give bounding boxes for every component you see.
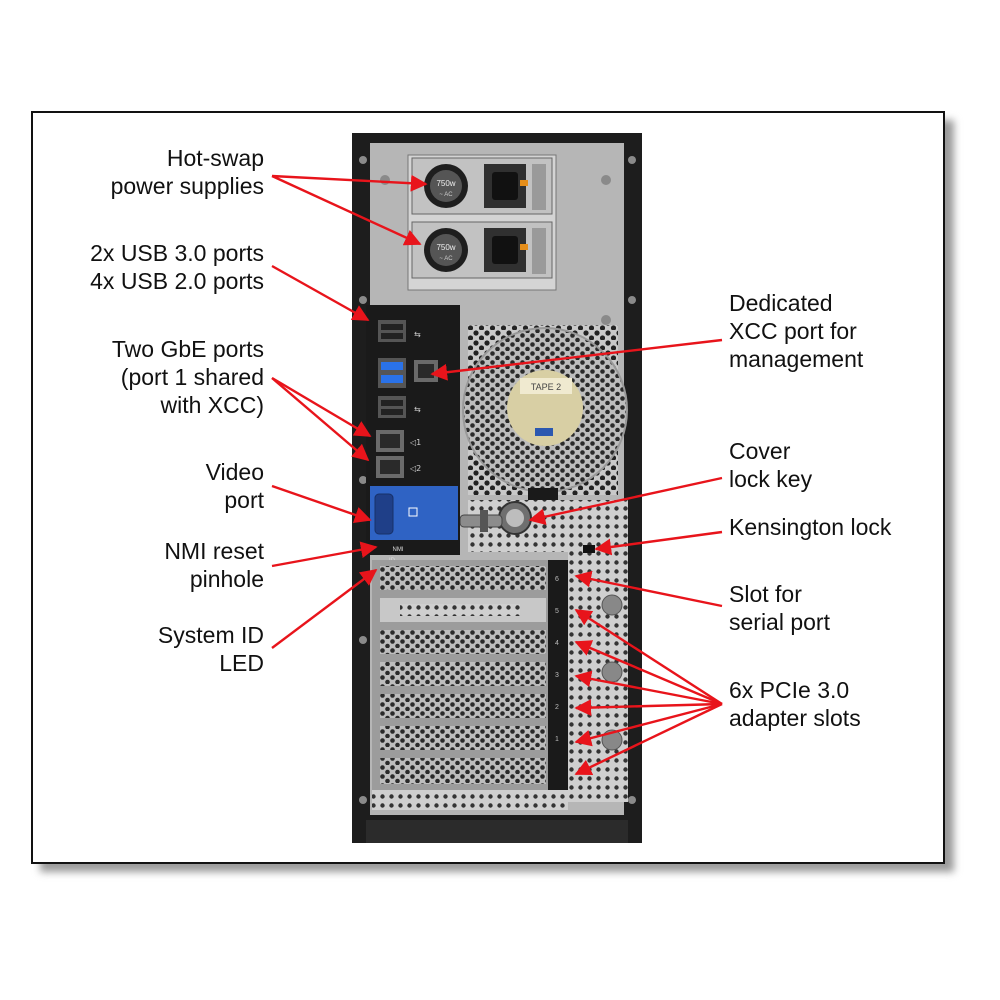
- psu2-sub: ~ AC: [439, 256, 453, 262]
- pcie-slot-number: 5: [555, 608, 559, 615]
- label-system-id-led: System ID LED: [158, 621, 264, 677]
- usb-ports: ⇆ ⇆: [378, 320, 421, 418]
- label-hot-swap-power-supplies: Hot-swap power supplies: [111, 144, 264, 200]
- label-line: adapter slots: [729, 705, 861, 731]
- label-line: LED: [219, 650, 264, 676]
- label-line: Video: [205, 459, 264, 485]
- label-line: System ID: [157, 622, 264, 648]
- pcie-slot-number: 6: [555, 576, 559, 583]
- label-line: 6x PCIe 3.0: [729, 677, 850, 703]
- power-supply-1: 750w ~ AC: [411, 157, 553, 215]
- fan-grille: TAPE 2: [462, 325, 628, 500]
- arrow-serial: [574, 570, 723, 608]
- arrow-gbe-1: [271, 376, 372, 438]
- label-line: serial port: [729, 609, 830, 635]
- label-line: XCC port for: [729, 318, 857, 344]
- arrow-system-id: [271, 568, 378, 649]
- fan-label: TAPE 2: [531, 382, 561, 392]
- label-line: with XCC): [160, 392, 264, 418]
- label-gbe-ports: Two GbE ports (port 1 shared with XCC): [112, 335, 264, 419]
- power-supply-bays: 750w ~ AC 750w ~ AC: [407, 154, 557, 291]
- label-pcie-adapter-slots: 6x PCIe 3.0 adapter slots: [729, 676, 861, 732]
- pcie-slot-6: [380, 566, 546, 590]
- label-cover-lock-key: Cover lock key: [729, 437, 812, 493]
- label-line: management: [729, 346, 864, 372]
- label-line: Two GbE ports: [111, 336, 264, 362]
- label-kensington-lock: Kensington lock: [729, 513, 891, 541]
- pcie-slot-number: 3: [555, 672, 559, 679]
- io-panel: ⇆ ⇆ ◁1 ◁2 NMI ID: [366, 305, 460, 569]
- kensington-slot: [583, 545, 595, 553]
- svg-text:◁1: ◁1: [409, 438, 421, 447]
- arrow-cover-lock: [528, 476, 723, 525]
- pcie-slot-5: [380, 598, 546, 622]
- label-line: Dedicated: [729, 290, 833, 316]
- arrow-usb: [271, 264, 370, 322]
- label-line: 4x USB 2.0 ports: [90, 268, 264, 294]
- label-line: Kensington lock: [729, 514, 892, 540]
- pcie-slot-1: [380, 726, 546, 750]
- label-nmi-reset-pinhole: NMI reset pinhole: [164, 537, 264, 593]
- svg-text:⇆: ⇆: [414, 330, 421, 339]
- pcie-slot-number: 2: [555, 704, 559, 711]
- pcie-slot-number: 1: [555, 736, 559, 743]
- video-port: [370, 486, 458, 540]
- callout-arrows: [271, 174, 723, 776]
- arrow-nmi: [271, 541, 378, 568]
- svg-text:⇆: ⇆: [414, 405, 421, 414]
- svg-text:◁2: ◁2: [409, 464, 421, 473]
- arrow-psu-2: [271, 174, 422, 246]
- arrow-psu-1: [271, 174, 428, 192]
- label-line: NMI reset: [164, 538, 264, 564]
- arrow-kensington: [594, 530, 723, 556]
- cover-lock-key: [459, 501, 532, 535]
- arrow-pcie-0: [574, 702, 723, 776]
- label-line: 2x USB 3.0 ports: [90, 240, 264, 266]
- xcc-port: [414, 360, 438, 382]
- arrow-video: [271, 484, 372, 523]
- label-line: Hot-swap: [166, 145, 264, 171]
- label-video-port: Video port: [206, 458, 264, 514]
- pcie-slot-4: [380, 630, 546, 654]
- power-supply-2: 750w ~ AC: [411, 221, 553, 279]
- psu1-rating: 750w: [436, 179, 455, 188]
- label-line: power supplies: [110, 173, 264, 199]
- psu1-sub: ~ AC: [439, 192, 453, 198]
- label-line: port: [224, 487, 264, 513]
- pcie-slots: 6 5 4 3 2 1: [372, 560, 568, 810]
- arrow-pcie-5: [574, 608, 723, 706]
- psu2-rating: 750w: [436, 243, 455, 252]
- pcie-slot-number: 4: [555, 640, 559, 647]
- arrow-gbe-2: [271, 377, 370, 462]
- arrow-xcc: [430, 338, 723, 381]
- nmi-mark: NMI: [393, 547, 404, 553]
- pcie-slot-2: [380, 694, 546, 718]
- arrow-pcie-1: [574, 702, 723, 747]
- gbe-ports: ◁1 ◁2: [376, 430, 421, 478]
- arrow-pcie-2: [574, 699, 723, 716]
- arrow-pcie-3: [574, 670, 723, 706]
- label-line: Slot for: [729, 581, 802, 607]
- label-line: (port 1 shared: [120, 364, 264, 390]
- label-usb-ports: 2x USB 3.0 ports 4x USB 2.0 ports: [90, 239, 264, 295]
- label-line: Cover: [729, 438, 791, 464]
- label-line: lock key: [729, 466, 813, 492]
- label-dedicated-xcc-port: Dedicated XCC port for management: [729, 289, 863, 373]
- label-line: pinhole: [189, 566, 264, 592]
- pcie-slot-3: [380, 662, 546, 686]
- arrow-pcie-4: [574, 640, 723, 706]
- label-serial-port-slot: Slot for serial port: [729, 580, 830, 636]
